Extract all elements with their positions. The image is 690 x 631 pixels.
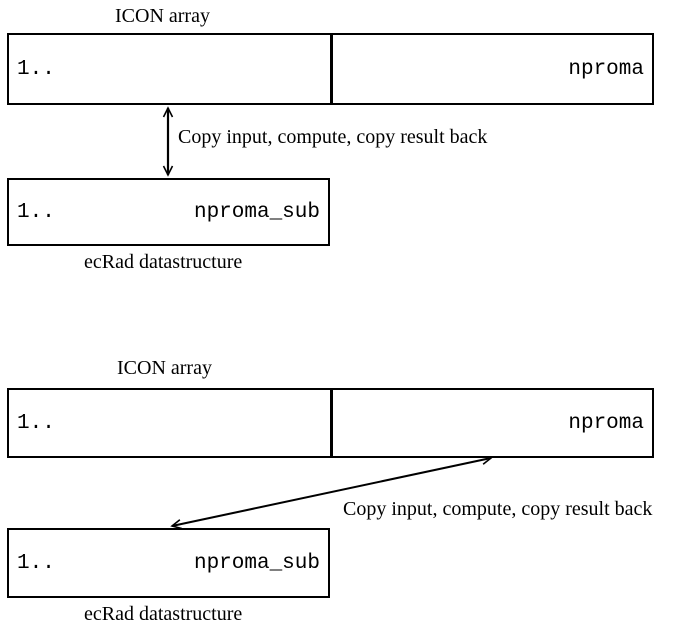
ecrad-datastructure-box: 1.. nproma_sub — [7, 178, 330, 246]
ecrad-datastructure-box: 1.. nproma_sub — [7, 528, 330, 598]
range-end-label: nproma — [568, 411, 644, 435]
range-start-label: 1.. — [17, 200, 55, 224]
icon-array-box: 1.. nproma — [7, 33, 654, 105]
figure-title: ICON array — [117, 357, 212, 379]
nproma-sub-divider — [330, 390, 333, 456]
figure-caption: ecRad datastructure — [84, 251, 243, 273]
range-end-label: nproma_sub — [193, 200, 320, 224]
copy-arrow-label: Copy input, compute, copy result back — [343, 498, 653, 520]
copy-arrow-label: Copy input, compute, copy result back — [178, 126, 488, 148]
icon-array-box: 1.. nproma — [7, 388, 654, 458]
range-start-label: 1.. — [17, 57, 55, 81]
figure-title: ICON array — [115, 5, 210, 27]
range-start-label: 1.. — [17, 551, 55, 575]
range-end-label: nproma_sub — [193, 551, 320, 575]
range-start-label: 1.. — [17, 411, 55, 435]
nproma-sub-divider — [330, 35, 333, 103]
range-end-label: nproma — [568, 57, 644, 81]
figure-caption: ecRad datastructure — [84, 603, 243, 625]
